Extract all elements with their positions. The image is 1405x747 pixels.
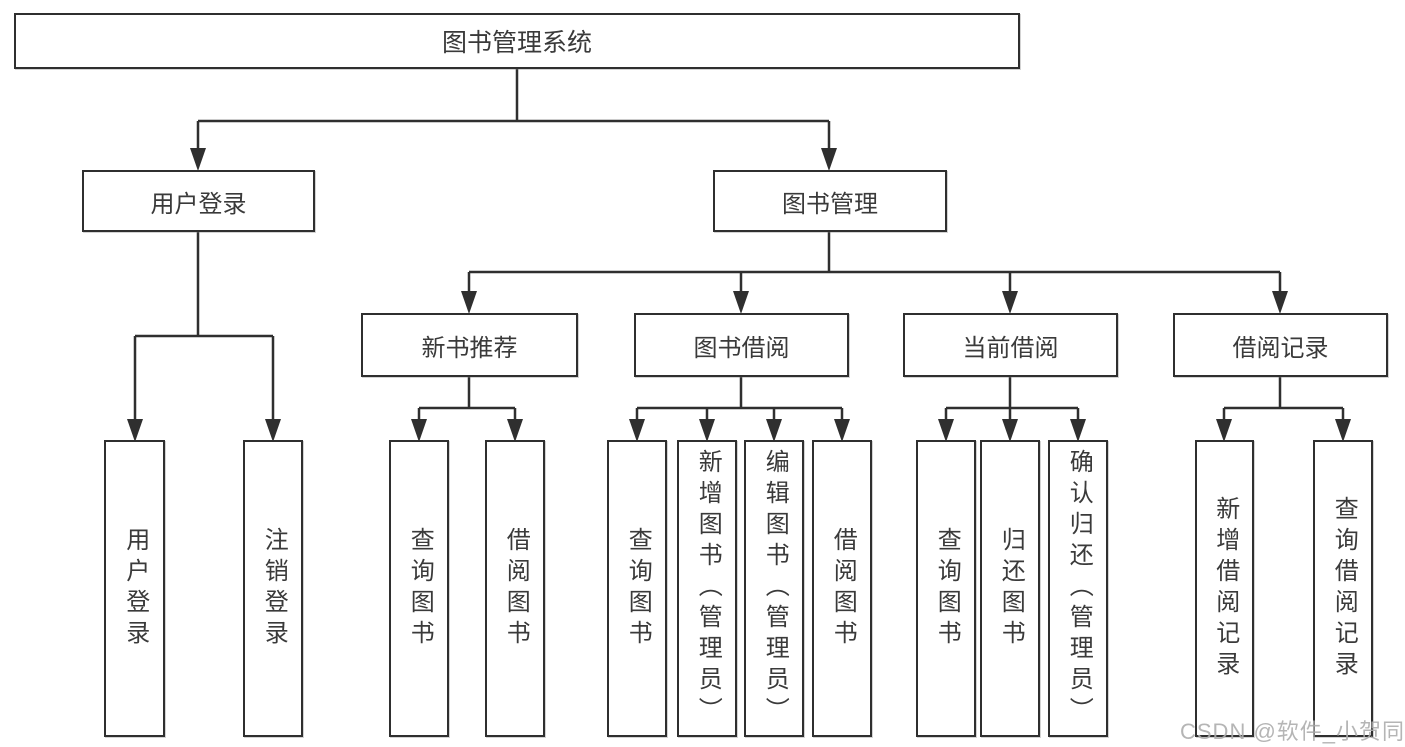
node-book-management: 图书管理 [713,170,947,232]
arrow-down-icon [766,419,782,442]
arrow-down-icon [938,419,954,442]
arrow-down-icon [190,148,206,171]
arrow-down-icon [1216,419,1232,442]
arrow-down-icon [127,419,143,442]
node-label: 新书推荐 [421,334,518,362]
arrow-down-icon [733,291,749,314]
csdn-watermark: CSDN @软件_小贺同学 [1180,719,1405,744]
node-label: 当前借阅 [962,334,1059,362]
leaf-add-borrow-record: 新增借阅记录 [1195,440,1254,737]
leaf-label: 查询图书 [933,526,961,651]
arrow-down-icon [834,419,850,442]
leaf-label: 新增图书（管理员） [694,449,722,728]
leaf-label: 编辑图书（管理员） [761,449,789,728]
leaf-label: 借阅图书 [502,526,530,651]
arrow-down-icon [507,419,523,442]
arrow-down-icon [1070,419,1086,442]
arrow-down-icon [1272,291,1288,314]
leaf-edit-books-admin: 编辑图书（管理员） [744,440,804,737]
edge-paths [133,69,1345,421]
leaf-logout: 注销登录 [243,440,303,737]
arrow-down-icon [461,291,477,314]
leaf-label: 注销登录 [260,526,288,651]
arrow-down-icon [265,419,281,442]
leaf-label: 查询图书 [406,526,434,651]
leaf-query-borrow-record: 查询借阅记录 [1313,440,1373,737]
arrowhead-icons [127,148,1351,442]
node-new-book-recommend: 新书推荐 [361,313,578,377]
node-user-login: 用户登录 [82,170,315,232]
arrow-down-icon [821,148,837,171]
arrow-down-icon [1335,419,1351,442]
leaf-borrow-books: 借阅图书 [812,440,872,737]
leaf-label: 查询借阅记录 [1330,495,1358,682]
node-root: 图书管理系统 [14,13,1020,69]
leaf-return-books: 归还图书 [980,440,1040,737]
leaf-add-books-admin: 新增图书（管理员） [677,440,737,737]
arrow-down-icon [699,419,715,442]
leaf-user-login: 用户登录 [104,440,165,737]
leaf-confirm-return-admin: 确认归还（管理员） [1048,440,1108,737]
node-label: 借阅记录 [1232,334,1329,362]
node-current-borrow: 当前借阅 [903,313,1118,377]
arrow-down-icon [629,419,645,442]
node-book-borrow: 图书借阅 [634,313,849,377]
node-user-login-label: 用户登录 [150,190,247,218]
node-book-management-label: 图书管理 [782,190,878,218]
leaf-label: 归还图书 [997,526,1025,651]
leaf-label: 新增借阅记录 [1211,495,1239,682]
leaf-label: 借阅图书 [829,526,857,651]
node-root-label: 图书管理系统 [441,29,592,57]
leaf-query-books-recommend: 查询图书 [389,440,449,737]
node-borrow-records: 借阅记录 [1173,313,1388,377]
leaf-query-books-current: 查询图书 [916,440,976,737]
leaf-label: 确认归还（管理员） [1065,449,1093,728]
arrow-down-icon [1002,291,1018,314]
node-label: 图书借阅 [693,334,790,362]
leaf-query-books-borrow: 查询图书 [607,440,667,737]
leaf-label: 查询图书 [624,526,652,651]
arrow-down-icon [411,419,427,442]
leaf-label: 用户登录 [121,526,149,651]
arrow-down-icon [1002,419,1018,442]
leaf-borrow-books-recommend: 借阅图书 [485,440,545,737]
